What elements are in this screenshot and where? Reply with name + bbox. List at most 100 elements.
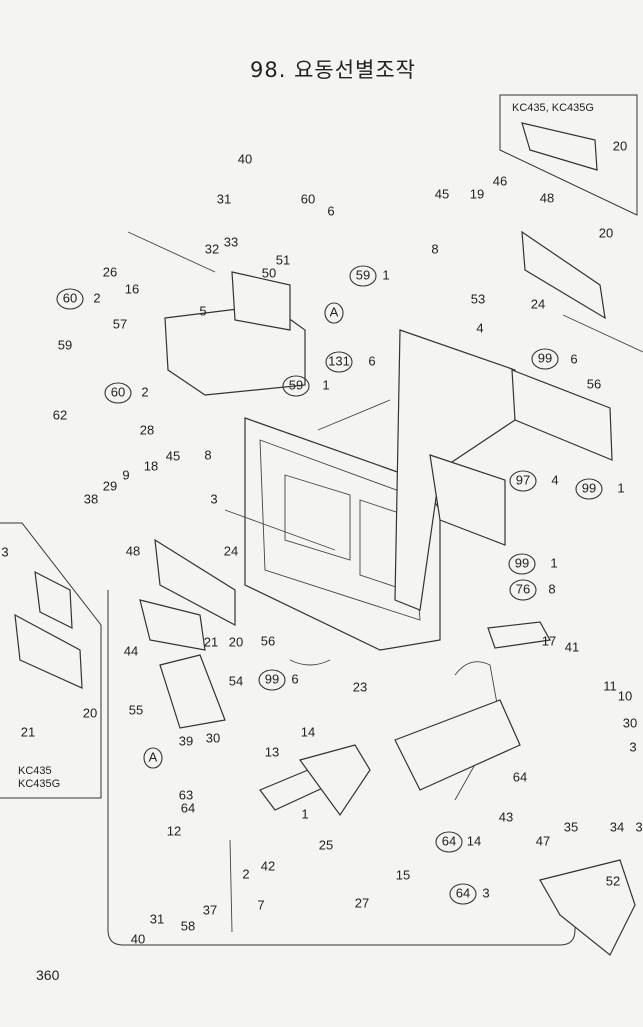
part-callout: 60 (63, 290, 77, 305)
part-callout: 2 (242, 866, 249, 881)
part-callout: 47 (536, 833, 550, 848)
rod-center (317, 399, 391, 431)
cover-plate-20 (521, 230, 606, 320)
part-callout: 52 (606, 873, 620, 888)
pedal-17 (487, 621, 551, 649)
callout-circle (509, 579, 537, 601)
part-callout: 33 (224, 234, 238, 249)
part-callout: 42 (261, 858, 275, 873)
part-callout: 6 (291, 671, 298, 686)
callout-circle (282, 375, 310, 397)
part-callout: 64 (513, 769, 527, 784)
inset-left-part-2 (14, 613, 83, 689)
pedal-tube (454, 661, 501, 801)
part-callout: 20 (599, 225, 613, 240)
inset-top-right-label: KC435, KC435G (512, 102, 594, 114)
part-callout: 43 (499, 809, 513, 824)
callout-circle (435, 831, 463, 853)
part-callout: 3 (482, 885, 489, 900)
inset-top-right-frame (499, 94, 638, 216)
part-callout: 18 (144, 458, 158, 473)
part-callout: 40 (238, 151, 252, 166)
part-callout: 3 (210, 491, 217, 506)
part-callout: 40 (131, 931, 145, 946)
part-callout: 64 (181, 800, 195, 815)
part-callout: 12 (167, 823, 181, 838)
part-callout: 2 (93, 290, 100, 305)
part-callout: 64 (456, 885, 470, 900)
part-callout: 20 (83, 705, 97, 720)
part-callout: A (149, 749, 158, 764)
part-callout: 97 (516, 472, 530, 487)
main-frame-inner (259, 439, 421, 621)
part-callout: 4 (551, 472, 558, 487)
inset-left-part-1 (34, 570, 73, 629)
part-callout: 64 (442, 833, 456, 848)
bottom-pedal-plate (539, 859, 636, 956)
callout-circle (143, 747, 163, 769)
callout-circle (531, 348, 559, 370)
part-callout: 53 (471, 291, 485, 306)
part-callout: 14 (467, 833, 481, 848)
part-callout: 21 (204, 634, 218, 649)
bottom-frame-line (107, 590, 576, 946)
part-callout: 45 (166, 448, 180, 463)
part-callout: 9 (122, 467, 129, 482)
callout-circle (349, 265, 377, 287)
part-callout: 27 (355, 895, 369, 910)
inset-left-label-1: KC435 (18, 765, 52, 777)
part-callout: 54 (229, 673, 243, 688)
part-callout: 4 (476, 320, 483, 335)
part-callout: 6 (570, 351, 577, 366)
part-callout: 56 (261, 633, 275, 648)
part-callout: 1 (382, 267, 389, 282)
center-block-top (231, 271, 291, 331)
part-callout: 55 (129, 702, 143, 717)
part-callout: 60 (111, 384, 125, 399)
part-callout: 62 (53, 407, 67, 422)
part-callout: 57 (113, 316, 127, 331)
part-callout: 131 (328, 353, 350, 368)
rod-24-left (224, 509, 336, 551)
part-callout: 32 (205, 241, 219, 256)
part-callout: 24 (224, 543, 238, 558)
rod-16 (127, 231, 216, 273)
part-callout: 3 (629, 739, 636, 754)
part-callout: 10 (618, 688, 632, 703)
part-callout: 1 (550, 555, 557, 570)
part-callout: 8 (548, 581, 555, 596)
cable-23 (289, 659, 331, 666)
plate-20-center (154, 538, 236, 626)
callout-circle (325, 351, 353, 373)
part-callout: 39 (179, 733, 193, 748)
part-callout: 34 (610, 819, 624, 834)
part-callout: 76 (516, 581, 530, 596)
part-callout: 99 (582, 480, 596, 495)
cable-7 (229, 839, 233, 933)
part-callout: 99 (515, 555, 529, 570)
part-callout: 1 (301, 806, 308, 821)
part-callout: 23 (353, 679, 367, 694)
part-callout: 60 (301, 191, 315, 206)
part-callout: 8 (204, 447, 211, 462)
callout-circle (324, 302, 344, 324)
inset-cover-plate (521, 122, 598, 171)
part-callout: 35 (564, 819, 578, 834)
part-callout: 7 (257, 897, 264, 912)
part-callout: 13 (265, 744, 279, 759)
side-bracket (429, 454, 506, 546)
callout-circle (449, 883, 477, 905)
part-callout: 28 (140, 422, 154, 437)
bracket-54 (159, 654, 226, 729)
part-callout: 11 (603, 678, 617, 693)
part-callout: 48 (540, 190, 554, 205)
part-callout: 6 (327, 203, 334, 218)
part-callout: 6 (368, 353, 375, 368)
callout-circle (104, 382, 132, 404)
part-callout: 59 (58, 337, 72, 352)
part-callout: 20 (229, 634, 243, 649)
part-callout: 24 (531, 296, 545, 311)
frame-window-1 (284, 474, 351, 561)
